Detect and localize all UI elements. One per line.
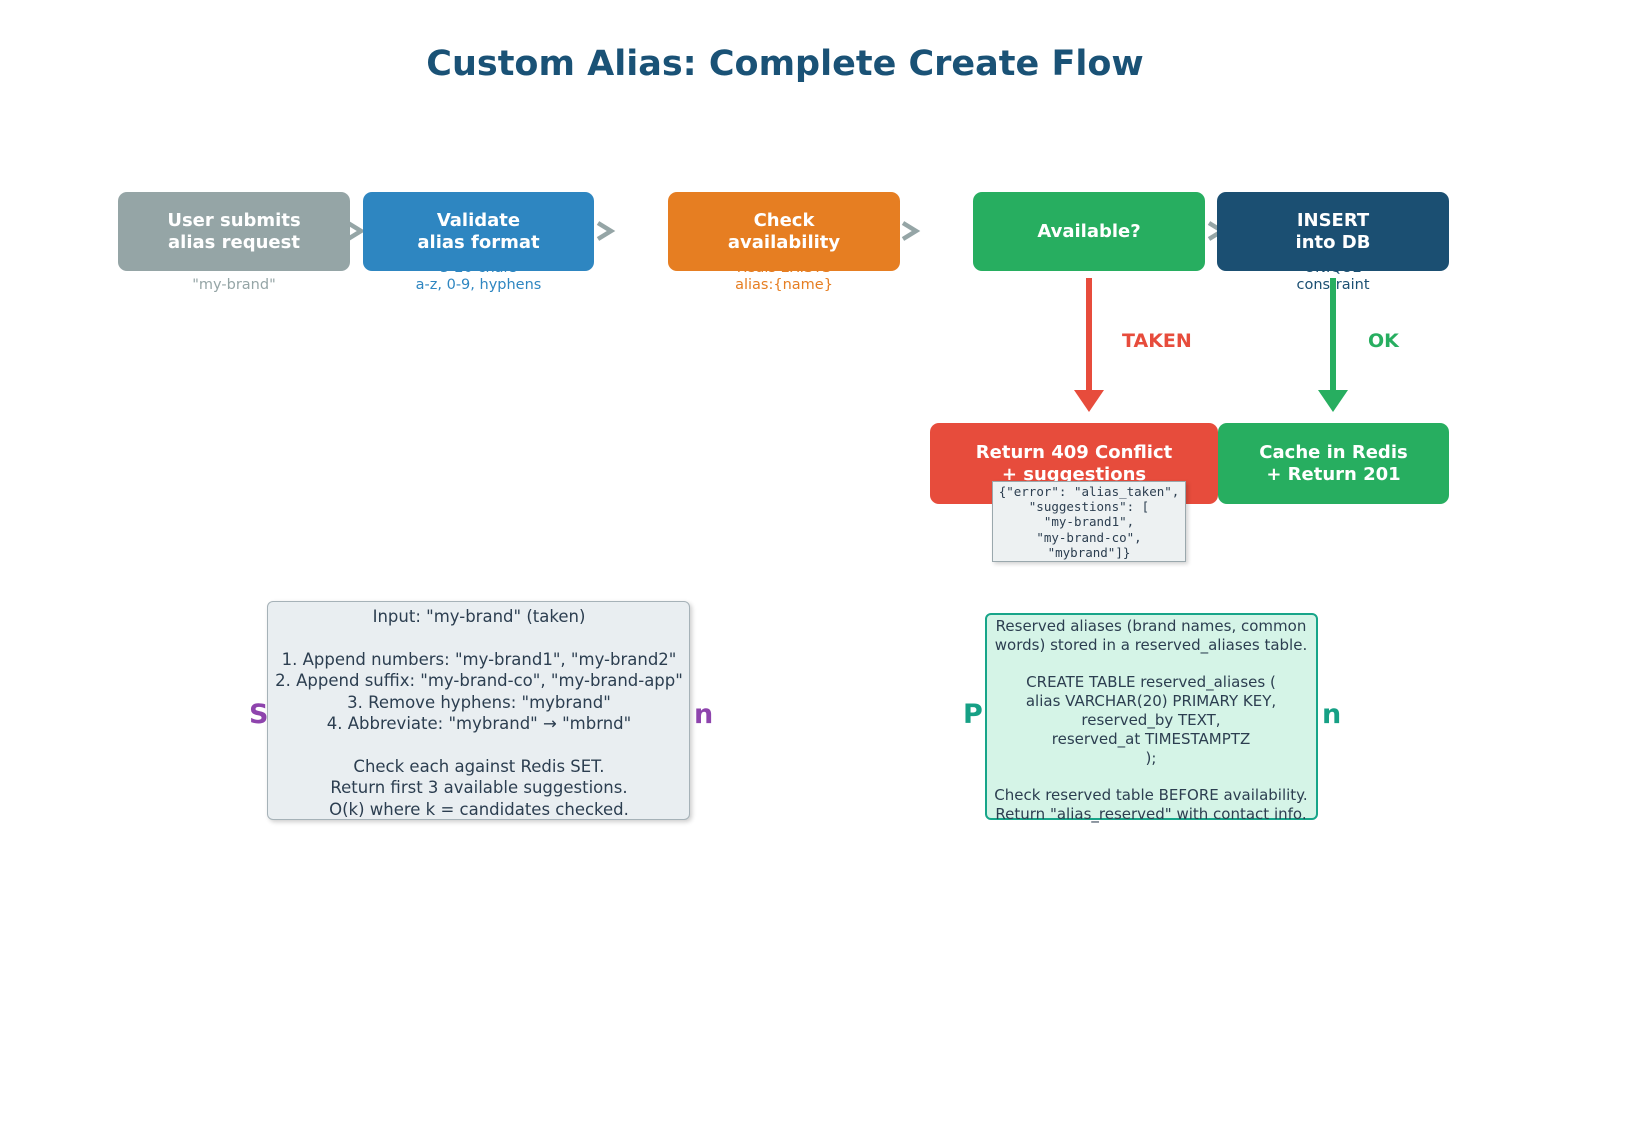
step-check-availability: Check availability [668, 192, 900, 271]
ok-branch-label: OK [1368, 330, 1399, 352]
caption-line: a-z, 0-9, hyphens [415, 277, 542, 293]
arrow-right-icon [899, 221, 921, 241]
error-payload-snippet: {"error": "alias_taken", "suggestions": … [992, 481, 1186, 562]
diagram-title: Custom Alias: Complete Create Flow [426, 44, 1144, 84]
caption-line: "my-brand" [192, 277, 276, 293]
step-available-decision: Available? [973, 192, 1205, 271]
arrow-right-icon [344, 221, 366, 241]
step-user-submits: User submits alias request [118, 192, 350, 271]
hidden-heading-fragment-left: S [249, 699, 269, 730]
suggestion-note-box [267, 601, 690, 820]
hidden-heading-fragment-left: P [963, 699, 983, 730]
hidden-heading-fragment-right: n [694, 699, 714, 730]
taken-arrow-line [1086, 278, 1092, 392]
caption-user-submits: "my-brand" [98, 260, 370, 294]
reserved-note-box [985, 613, 1318, 820]
suggestion-note-text: Input: "my-brand" (taken) 1. Append numb… [275, 607, 683, 819]
ok-arrow-head [1318, 390, 1348, 412]
ok-arrow-line [1330, 278, 1336, 392]
taken-branch-label: TAKEN [1122, 330, 1192, 352]
arrow-right-icon [594, 221, 616, 241]
caption-line: alias:{name} [735, 277, 833, 293]
success-result-box: Cache in Redis + Return 201 [1218, 423, 1449, 504]
hidden-heading-fragment-right: n [1322, 699, 1342, 730]
taken-arrow-head [1074, 390, 1104, 412]
step-insert-db: INSERT into DB [1217, 192, 1449, 271]
reserved-note-text: Reserved aliases (brand names, common wo… [994, 617, 1308, 823]
step-validate-format: Validate alias format [363, 192, 594, 271]
